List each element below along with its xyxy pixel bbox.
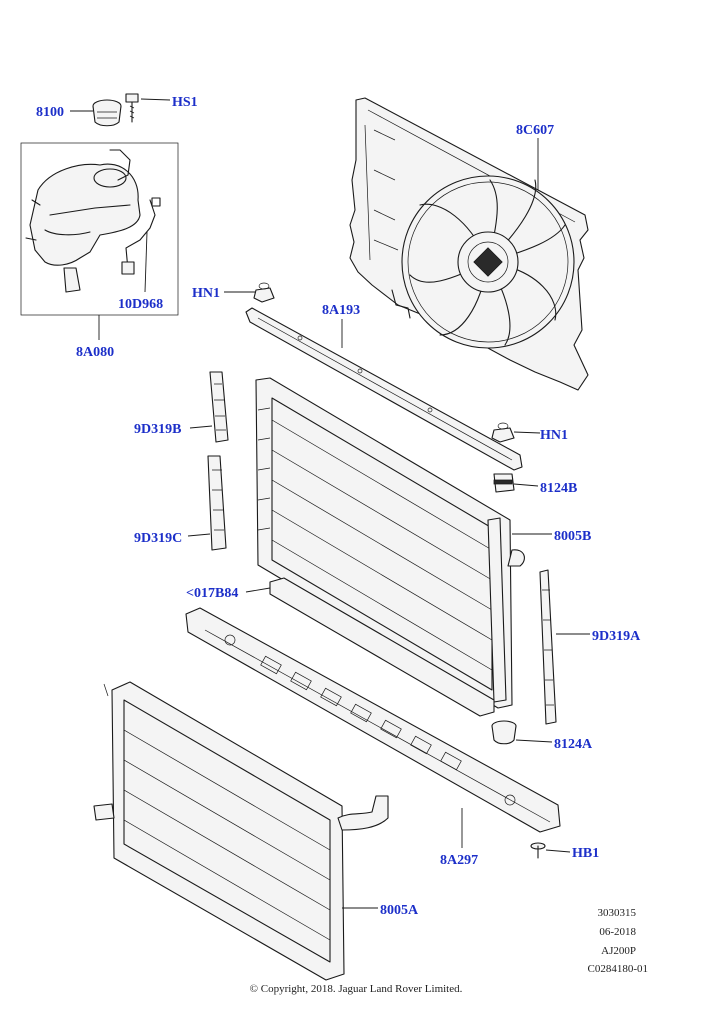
reference-info: 3030315 06-2018 AJ200P C0284180-01: [588, 907, 649, 975]
label-8005b: 8005B: [554, 529, 591, 544]
ref-line-2: 06-2018: [599, 926, 636, 938]
leader-lines: [70, 98, 590, 909]
label-8c607: 8C607: [516, 123, 554, 138]
label-8124b: 8124B: [540, 481, 577, 496]
label-8124a: 8124A: [554, 737, 593, 752]
cooling-fan-shroud-8c607: [349, 97, 589, 391]
label-8100: 8100: [36, 105, 64, 120]
label-8a297: 8A297: [440, 853, 478, 868]
label-017b84: <017B84: [186, 586, 238, 601]
ref-line-1: 3030315: [598, 907, 637, 919]
label-9d319c: 9D319C: [134, 531, 182, 546]
label-hn1-right: HN1: [540, 428, 568, 443]
label-9d319b: 9D319B: [134, 422, 181, 437]
screw-hs1: [125, 93, 139, 123]
condenser-8005b: [255, 377, 525, 709]
air-deflector-9d319a: [539, 569, 557, 725]
clip-8124b: [493, 473, 515, 493]
bolt-hb1: [530, 842, 546, 859]
radiator-8005a: [93, 681, 389, 981]
nut-hn1-right: [491, 422, 515, 443]
label-hn1-upper: HN1: [192, 286, 220, 301]
label-hs1: HS1: [172, 95, 198, 110]
label-8a080: 8A080: [76, 345, 114, 360]
ref-line-3: AJ200P: [601, 945, 636, 957]
seal-017b84: [269, 577, 495, 717]
clip-8124a: [491, 720, 517, 745]
ref-line-4: C0284180-01: [588, 963, 649, 975]
label-8005a: 8005A: [380, 903, 419, 918]
nut-hn1-upper: [253, 282, 275, 303]
upper-bracket-8a193: [245, 307, 523, 471]
part-labels: 8100 HS1 8C607 10D968 8A080 HN1 8A193 9D…: [36, 95, 641, 918]
air-deflector-9d319b: [209, 371, 229, 443]
label-hb1: HB1: [572, 846, 599, 861]
label-8a193: 8A193: [322, 303, 360, 318]
pressure-cap-8100: [92, 99, 122, 127]
lower-crossmember-8a297: [185, 607, 561, 833]
copyright-notice: © Copyright, 2018. Jaguar Land Rover Lim…: [250, 983, 463, 995]
expansion-tank-illustration: [20, 142, 179, 316]
label-9d319a: 9D319A: [592, 629, 641, 644]
air-deflector-9d319c: [207, 455, 227, 551]
label-10d968: 10D968: [118, 297, 163, 312]
